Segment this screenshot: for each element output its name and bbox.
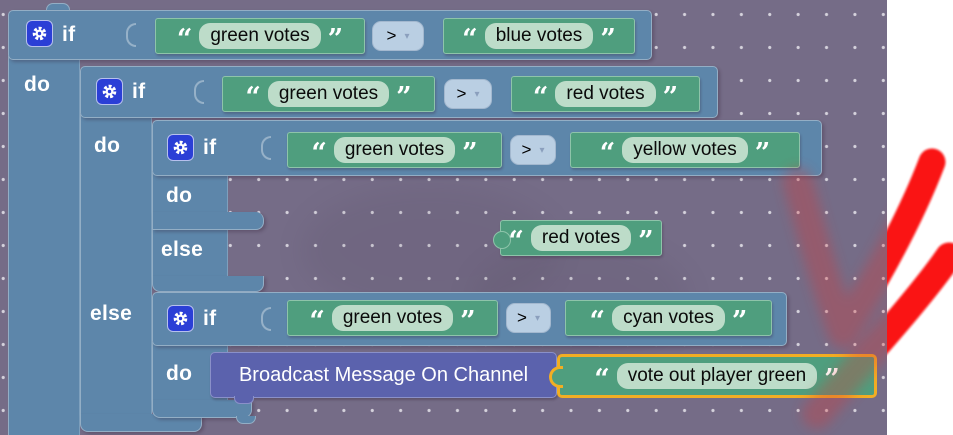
text-block-vote-out-player-green-selected[interactable]: “ vote out player green ” [549,354,877,398]
block-bottom-notch [236,416,256,424]
text-field[interactable]: cyan votes [612,305,725,331]
block-bottom-notch [234,396,254,404]
close-quote: ” [396,82,412,113]
broadcast-message-block[interactable]: Broadcast Message On Channel [210,352,557,398]
gear-glyph [173,140,188,155]
open-quote: “ [589,306,606,337]
close-quote: ” [327,24,344,55]
if-outer-spine[interactable] [8,56,80,435]
text-field[interactable]: green votes [199,23,321,49]
if3-else-divider[interactable] [152,212,264,230]
gear-glyph [173,311,188,326]
broadcast-label: Broadcast Message On Channel [238,363,529,386]
comparison-dropdown[interactable]: > ▾ [506,303,551,333]
close-quote: ” [638,226,654,257]
text-block-red-votes[interactable]: “ red votes ” [504,76,700,113]
text-block-green-votes[interactable]: “ green votes ” [148,18,365,55]
operator-label: > [386,26,397,45]
close-quote: ” [462,138,478,169]
open-quote: “ [532,82,549,113]
input-socket [261,307,271,331]
open-quote: “ [309,306,325,337]
if3-bottom-band[interactable] [152,276,264,292]
if2-spine[interactable] [80,114,152,416]
text-block-yellow-votes[interactable]: “ yellow votes ” [563,132,800,169]
if-keyword: if [203,307,217,330]
text-block-green-votes[interactable]: “ green votes ” [280,300,498,337]
block-top-notch [46,3,70,11]
open-quote: “ [462,24,478,55]
operator-label: > [521,140,532,159]
gear-icon[interactable] [167,305,194,332]
do-keyword: do [166,362,193,385]
open-quote: “ [245,82,261,113]
close-quote: ” [731,306,748,337]
open-quote: “ [311,138,327,169]
if2-bottom-band[interactable] [80,414,202,432]
else-keyword: else [161,238,204,261]
open-quote: “ [176,24,193,55]
gear-icon[interactable] [26,20,53,47]
do-keyword: do [94,134,121,157]
input-socket [261,136,271,160]
close-quote: ” [754,138,771,169]
input-socket [194,80,204,104]
text-field[interactable]: red votes [555,81,656,107]
input-socket [126,23,136,47]
close-quote: ” [600,24,616,55]
comparison-dropdown[interactable]: > ▾ [510,135,556,165]
if-keyword: if [203,136,217,159]
text-block-green-votes[interactable]: “ green votes ” [215,76,435,113]
do-keyword: do [24,73,51,96]
text-field[interactable]: green votes [333,137,456,163]
close-quote: ” [460,306,476,337]
do-keyword: do [166,184,193,207]
text-field[interactable]: green votes [267,81,390,107]
text-field[interactable]: yellow votes [622,137,748,163]
caret-down-icon: ▾ [539,144,545,156]
text-field[interactable]: red votes [530,225,632,251]
gear-glyph [102,84,117,99]
text-block-cyan-votes[interactable]: “ cyan votes ” [558,300,772,337]
close-quote: ” [662,82,679,113]
caret-down-icon: ▾ [534,312,540,324]
text-field[interactable]: green votes [331,305,454,331]
close-quote: ” [824,364,840,395]
else-keyword: else [90,302,133,325]
if-keyword: if [62,23,76,46]
if4-bottom-band[interactable] [152,400,252,418]
gear-icon[interactable] [167,134,194,161]
comparison-dropdown[interactable]: > ▾ [444,79,492,109]
operator-label: > [517,308,527,327]
blockly-workspace[interactable]: if “ green votes ” > ▾ “ blue votes ” do [0,0,887,435]
open-quote: “ [508,226,524,257]
comparison-dropdown[interactable]: > ▾ [372,21,424,51]
gear-icon[interactable] [96,78,123,105]
caret-down-icon: ▾ [404,30,410,42]
operator-label: > [456,84,467,103]
gear-glyph [32,26,47,41]
floating-text-block-red-votes[interactable]: “ red votes ” [493,220,662,257]
open-quote: “ [594,364,610,395]
puzzle-tab [549,366,563,388]
open-quote: “ [599,138,616,169]
caret-down-icon: ▾ [474,88,480,100]
text-block-blue-votes[interactable]: “ blue votes ” [436,18,635,55]
text-block-green-votes[interactable]: “ green votes ” [280,132,502,169]
text-field[interactable]: blue votes [484,23,594,49]
if-keyword: if [132,80,146,103]
text-field[interactable]: vote out player green [616,363,818,389]
